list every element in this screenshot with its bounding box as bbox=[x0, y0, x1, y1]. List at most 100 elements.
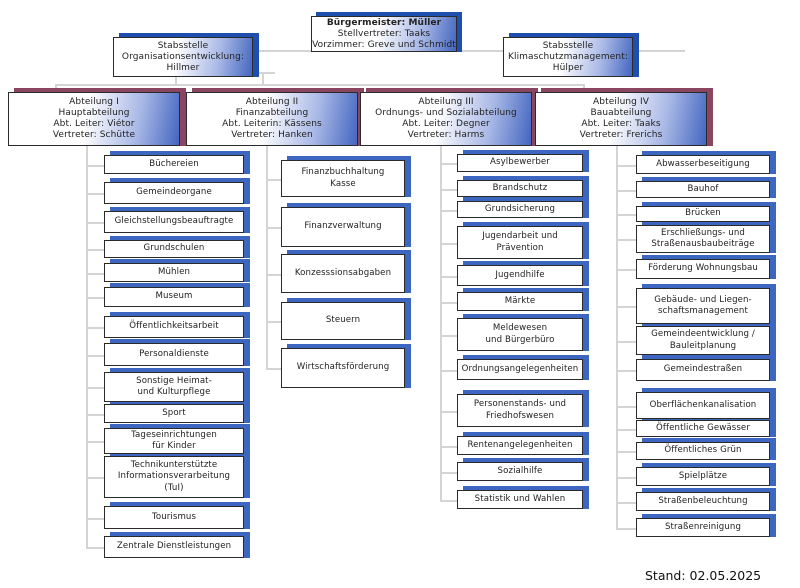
item-connector bbox=[440, 445, 457, 448]
org-unit-box: Gemeindestraßen bbox=[636, 359, 770, 381]
org-unit-box: Sonstige Heimat-und Kulturpflege bbox=[104, 372, 244, 402]
org-unit-box: Rentenangelegenheiten bbox=[457, 436, 583, 455]
org-unit-label: Oberflächenkanalisation bbox=[649, 399, 757, 410]
org-unit-label: Ordnungsangelegenheiten bbox=[461, 363, 579, 374]
mayor-box: Bürgermeister: Müller Stellvertreter: Ta… bbox=[311, 16, 457, 52]
department-head: Abt. Leiter: Viétor bbox=[53, 119, 135, 129]
staff-person: Hillmer bbox=[166, 62, 200, 73]
item-connector bbox=[86, 222, 104, 224]
item-connector bbox=[616, 189, 636, 192]
department-deputy: Vertreter: Harms bbox=[407, 130, 485, 140]
org-unit-label: Informationsverarbeitung bbox=[117, 471, 231, 482]
department-number: Abteilung III bbox=[418, 97, 474, 107]
org-unit-label: Förderung Wohnungsbau bbox=[648, 263, 758, 274]
item-connector bbox=[616, 306, 636, 308]
item-connector bbox=[440, 471, 457, 474]
org-unit-box: Finanzverwaltung bbox=[281, 207, 405, 247]
org-unit-box: Brücken bbox=[636, 206, 770, 222]
item-connector bbox=[86, 477, 104, 479]
org-unit-label: Abwasserbeseitigung bbox=[656, 158, 750, 169]
org-unit-box: Öffentliches Grün bbox=[636, 442, 770, 460]
org-unit-label: Gemeindeorgane bbox=[136, 187, 212, 198]
org-unit-label: Tourismus bbox=[151, 511, 197, 522]
item-connector bbox=[266, 321, 281, 323]
item-connector bbox=[616, 428, 636, 431]
org-unit-label: Museum bbox=[155, 291, 193, 302]
department-deputy: Vertreter: Schütte bbox=[52, 130, 136, 140]
org-unit-box: Grundsicherung bbox=[457, 201, 583, 218]
item-connector bbox=[616, 340, 636, 343]
org-unit-box: Bauhof bbox=[636, 181, 770, 198]
org-unit-label: schaftsmanagement bbox=[658, 306, 748, 316]
org-unit-label: Straßenbeleuchtung bbox=[658, 495, 748, 506]
item-connector bbox=[616, 164, 636, 167]
org-unit-label: Spielplätze bbox=[678, 470, 728, 481]
org-unit-box: Märkte bbox=[457, 292, 583, 311]
org-unit-label: Grundschulen bbox=[143, 243, 205, 254]
org-unit-box: Sozialhilfe bbox=[457, 462, 583, 481]
org-unit-box: Ordnungsangelegenheiten bbox=[457, 359, 583, 380]
staff-org-dev-box: Stabsstelle Organisationsentwicklung: Hi… bbox=[113, 37, 253, 77]
item-connector bbox=[616, 370, 636, 372]
item-connector bbox=[266, 368, 281, 370]
item-connector bbox=[266, 227, 281, 229]
staff-label: Stabsstelle bbox=[542, 40, 594, 51]
org-unit-label: Straßenreinigung bbox=[664, 521, 742, 532]
item-connector bbox=[86, 164, 104, 167]
org-unit-box: Förderung Wohnungsbau bbox=[636, 259, 770, 279]
department-name: Ordnungs- und Sozialabteilung bbox=[375, 108, 517, 118]
org-unit-box: Straßenbeleuchtung bbox=[636, 492, 770, 511]
org-unit-label: Tageseinrichtungen bbox=[131, 429, 217, 440]
department-number: Abteilung IV bbox=[593, 97, 649, 107]
connector-line bbox=[175, 72, 177, 86]
org-unit-label: Sport bbox=[162, 407, 186, 418]
org-unit-label: Öffentliches Grün bbox=[664, 445, 742, 456]
org-unit-box: Museum bbox=[104, 287, 244, 307]
org-unit-box: Brandschutz bbox=[457, 180, 583, 197]
org-unit-label: Meldewesen bbox=[492, 323, 548, 333]
column-connector bbox=[440, 146, 442, 500]
org-unit-box: Grundschulen bbox=[104, 240, 244, 258]
item-connector bbox=[440, 410, 457, 413]
org-unit-label: Bauleitplanung bbox=[669, 340, 737, 351]
org-unit-label: Asylbewerber bbox=[490, 157, 550, 168]
org-unit-label: Öffentliche Gewässer bbox=[656, 422, 750, 433]
item-connector bbox=[440, 163, 457, 165]
item-connector bbox=[440, 301, 457, 304]
org-unit-label: Friedhofswesen bbox=[485, 410, 555, 421]
org-unit-label: und Bürgerbüro bbox=[485, 334, 555, 345]
item-connector bbox=[440, 242, 457, 245]
org-unit-box: Sport bbox=[104, 404, 244, 423]
item-connector bbox=[616, 239, 636, 241]
staff-climate-box: Stabsstelle Klimaschutzmanagement: Hülpe… bbox=[503, 37, 633, 77]
org-unit-label: Konzesssionsabgaben bbox=[294, 267, 392, 278]
org-unit-label: Büchereien bbox=[149, 158, 199, 169]
item-connector bbox=[616, 405, 636, 408]
org-unit-box: Tourismus bbox=[104, 506, 244, 529]
org-unit-box: Spielplätze bbox=[636, 467, 770, 486]
org-unit-label: Jugendhilfe bbox=[495, 269, 545, 280]
item-connector bbox=[616, 451, 636, 453]
org-unit-label: Finanzverwaltung bbox=[304, 221, 382, 232]
item-connector bbox=[86, 193, 104, 195]
org-unit-box: Konzesssionsabgaben bbox=[281, 254, 405, 293]
org-unit-label: Bauhof bbox=[687, 183, 719, 194]
mayor-title: Bürgermeister: Müller bbox=[326, 17, 442, 28]
org-unit-label: Öffentlichkeitsarbeit bbox=[129, 321, 219, 332]
item-connector bbox=[440, 499, 457, 502]
department-head: Abt. Leiter: Degner bbox=[402, 119, 490, 129]
org-unit-box: Öffentliche Gewässer bbox=[636, 420, 770, 437]
org-unit-label: für Kinder bbox=[152, 441, 196, 451]
department-number: Abteilung I bbox=[69, 97, 119, 107]
org-unit-box: Öffentlichkeitsarbeit bbox=[104, 316, 244, 338]
staff-unit: Organisationsentwicklung: bbox=[121, 51, 245, 62]
item-connector bbox=[86, 547, 104, 549]
item-connector bbox=[616, 269, 636, 271]
item-connector bbox=[86, 297, 104, 299]
